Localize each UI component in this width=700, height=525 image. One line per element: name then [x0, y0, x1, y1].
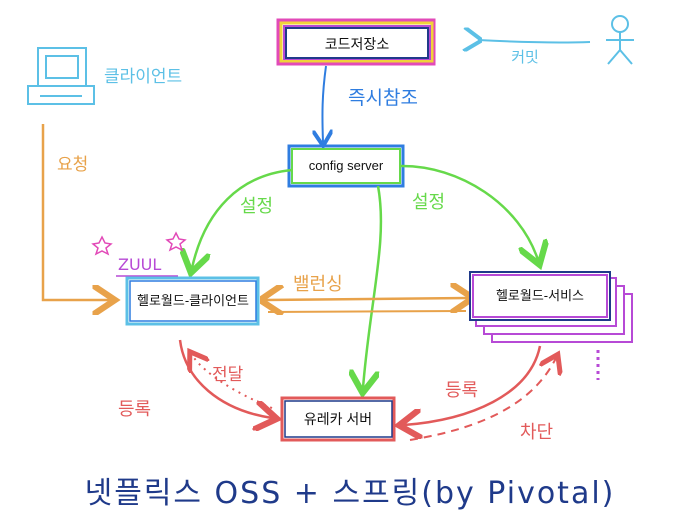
config-to-eureka-arrow	[363, 185, 383, 388]
client-register-arrow	[178, 339, 272, 418]
block-label: 차단	[520, 422, 553, 443]
eureka-server-node: 유레카 서버	[280, 396, 396, 442]
hello-client-label: 헬로월드-클라이언트	[137, 293, 249, 308]
register-right-label: 등록	[445, 380, 478, 401]
zuul-tag: ZUUL	[91, 231, 187, 277]
zuul-label: ZUUL	[118, 255, 161, 274]
balancing-arrow	[265, 298, 468, 300]
service-register-arrow	[404, 345, 542, 425]
balancing-underline	[267, 310, 467, 313]
config-to-service-arrow	[399, 164, 538, 260]
config-right-label: 설정	[412, 192, 445, 213]
config-server-node: config server	[287, 144, 405, 188]
footer-caption: 넷플릭스 OSS + 스프링(by Pivotal)	[85, 476, 616, 511]
client-actor-label: 클라이언트	[104, 67, 182, 87]
instant-ref-label: 즉시참조	[348, 87, 418, 109]
code-repo-label: 코드저장소	[325, 36, 390, 52]
request-arrow	[41, 124, 110, 300]
code-repo-node: 코드저장소	[276, 18, 436, 66]
deliver-label: 전달	[212, 365, 244, 385]
register-left-label: 등록	[118, 399, 151, 420]
commit-arrow	[478, 40, 591, 42]
balancing-label: 밸런싱	[293, 274, 343, 295]
hello-client-node: 헬로월드-클라이언트	[125, 276, 260, 326]
config-left-label: 설정	[240, 196, 273, 217]
config-to-client-arrow	[192, 168, 293, 268]
developer-icon	[606, 15, 634, 65]
computer-icon	[27, 47, 95, 105]
hello-service-label: 헬로월드-서비스	[496, 288, 584, 303]
eureka-server-label: 유레카 서버	[304, 411, 372, 427]
request-label: 요청	[57, 155, 88, 175]
config-server-label: config server	[309, 158, 384, 173]
hello-service-node: 헬로월드-서비스	[469, 271, 633, 380]
block-arrow	[409, 358, 556, 441]
instant-ref-arrow	[322, 65, 326, 142]
commit-label: 커밋	[511, 48, 539, 66]
